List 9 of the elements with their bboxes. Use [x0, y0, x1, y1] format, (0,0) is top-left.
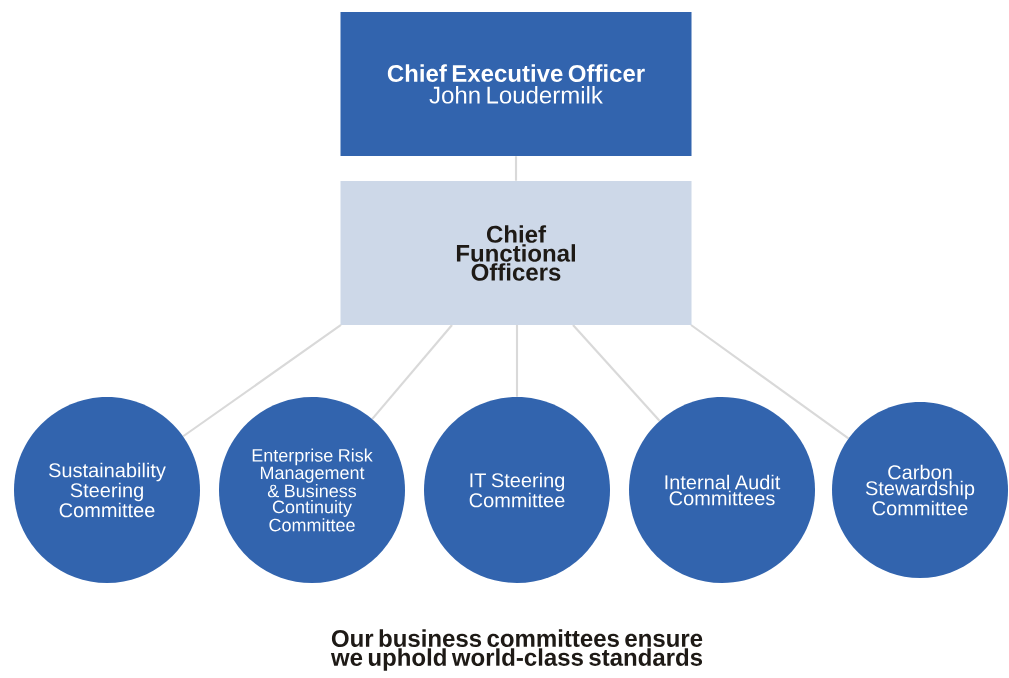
connector-line	[514, 156, 518, 181]
process-box: Chief Executive Officer John Loudermilk	[340, 12, 692, 156]
connector-line	[371, 324, 453, 420]
caption-text: Our business committees ensure we uphold world-class standards	[330, 629, 703, 671]
connector-line	[182, 324, 342, 438]
process-box: Chief Functional Officers	[340, 181, 692, 325]
connector-line	[572, 324, 661, 422]
connector-line	[690, 324, 850, 440]
connector-line	[515, 325, 519, 397]
